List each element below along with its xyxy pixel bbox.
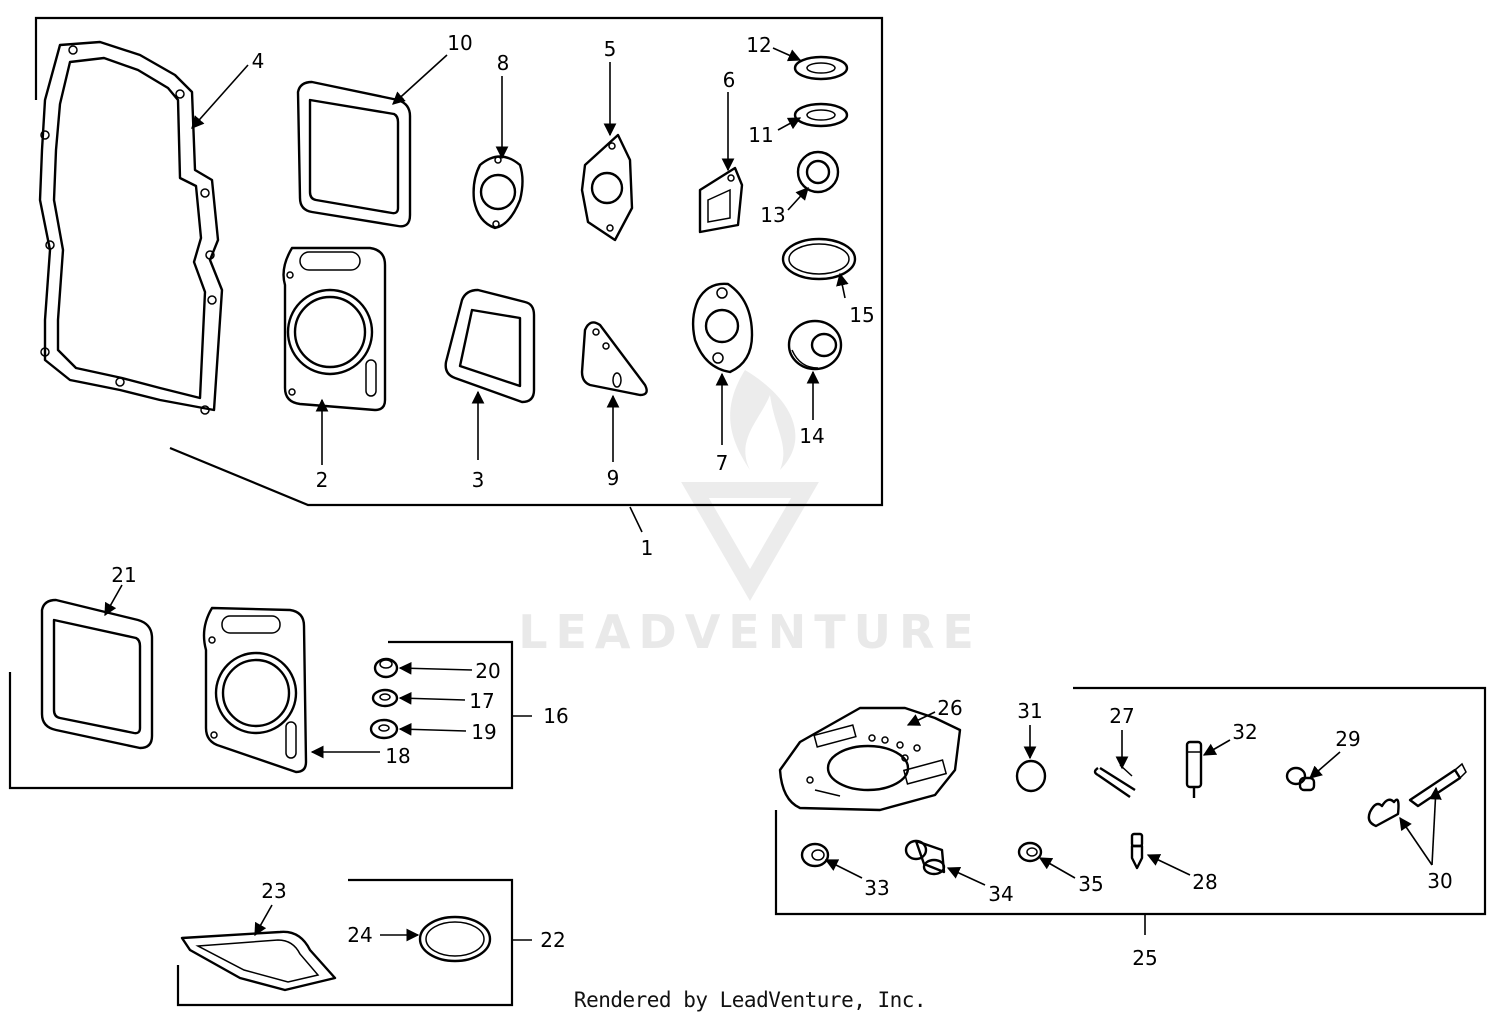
callout-31: 31 (1017, 699, 1042, 723)
kit-1-leaders (191, 47, 849, 465)
part-13-seal (796, 150, 840, 194)
callout-26: 26 (937, 696, 962, 720)
part-2-head-gasket (282, 246, 387, 412)
kit-22-frame (176, 878, 532, 1007)
part-27-pin (1093, 764, 1136, 798)
part-31-plug (1015, 759, 1047, 793)
callout-2: 2 (316, 468, 329, 492)
kit-1-frame (34, 16, 884, 533)
callout-18: 18 (385, 744, 410, 768)
part-12-washer (793, 55, 849, 81)
part-19-valve-seal (369, 718, 399, 740)
callout-19: 19 (471, 720, 496, 744)
callout-24: 24 (347, 923, 372, 947)
callout-33: 33 (864, 876, 889, 900)
part-26-carburetor-gasket (778, 706, 962, 812)
part-6-gasket (698, 166, 744, 234)
callout-11: 11 (748, 123, 773, 147)
callout-30: 30 (1427, 869, 1452, 893)
part-9-gasket (580, 321, 648, 397)
callout-5: 5 (604, 37, 617, 61)
callout-34: 34 (988, 882, 1013, 906)
callout-9: 9 (607, 466, 620, 490)
callout-4: 4 (252, 49, 265, 73)
callout-15: 15 (849, 303, 874, 327)
part-20-valve-seal (373, 657, 399, 679)
callout-12: 12 (746, 33, 771, 57)
part-7-gasket (691, 282, 754, 374)
kit-16-leaders (104, 584, 473, 759)
kit-25-frame (774, 686, 1487, 935)
callout-22: 22 (540, 928, 565, 952)
callout-labels: 1 2 3 4 5 6 7 8 9 10 11 12 13 14 15 16 1… (111, 31, 1452, 970)
part-14-grommet (787, 319, 843, 371)
callout-6: 6 (723, 68, 736, 92)
part-4-crankcase-gasket (38, 40, 224, 415)
part-29-fitting (1285, 766, 1316, 792)
part-5-gasket (580, 133, 634, 242)
part-10-valve-cover-gasket (296, 80, 412, 228)
leadventure-watermark: LEADVENTURE (518, 370, 982, 659)
callout-20: 20 (475, 659, 500, 683)
part-23-gasket (180, 930, 337, 992)
callout-1: 1 (641, 536, 654, 560)
part-15-o-ring (781, 237, 857, 281)
callout-10: 10 (447, 31, 472, 55)
part-3-gasket (444, 288, 536, 404)
callout-17: 17 (469, 689, 494, 713)
callout-28: 28 (1192, 870, 1217, 894)
part-30-screw-spring (1367, 762, 1467, 828)
callout-14: 14 (799, 424, 824, 448)
part-21-valve-cover-gasket (40, 598, 154, 750)
callout-13: 13 (760, 203, 785, 227)
callout-29: 29 (1335, 727, 1360, 751)
part-8-gasket (472, 155, 524, 230)
kit-22-leaders (254, 904, 420, 942)
callout-23: 23 (261, 879, 286, 903)
callout-16: 16 (543, 704, 568, 728)
part-11-washer (793, 102, 849, 128)
callout-35: 35 (1078, 872, 1103, 896)
callout-27: 27 (1109, 704, 1134, 728)
callout-7: 7 (716, 451, 729, 475)
callout-32: 32 (1232, 720, 1257, 744)
part-24-o-ring (418, 915, 492, 963)
part-18-head-gasket (202, 606, 308, 774)
part-17-valve-seal (371, 688, 399, 708)
kit-25-leaders (824, 711, 1442, 886)
kit-16-frame (8, 640, 532, 790)
part-33-seal (800, 842, 830, 868)
rendered-by-footer: Rendered by LeadVenture, Inc. (573, 988, 927, 1012)
part-28-inlet-needle (1130, 832, 1144, 870)
part-32-needle (1185, 740, 1203, 798)
part-34-bushing (904, 839, 946, 876)
watermark-text: LEADVENTURE (518, 605, 982, 659)
callout-21: 21 (111, 563, 136, 587)
callout-3: 3 (472, 468, 485, 492)
part-35-seal (1017, 841, 1043, 863)
callout-25: 25 (1132, 946, 1157, 970)
callout-8: 8 (497, 51, 510, 75)
